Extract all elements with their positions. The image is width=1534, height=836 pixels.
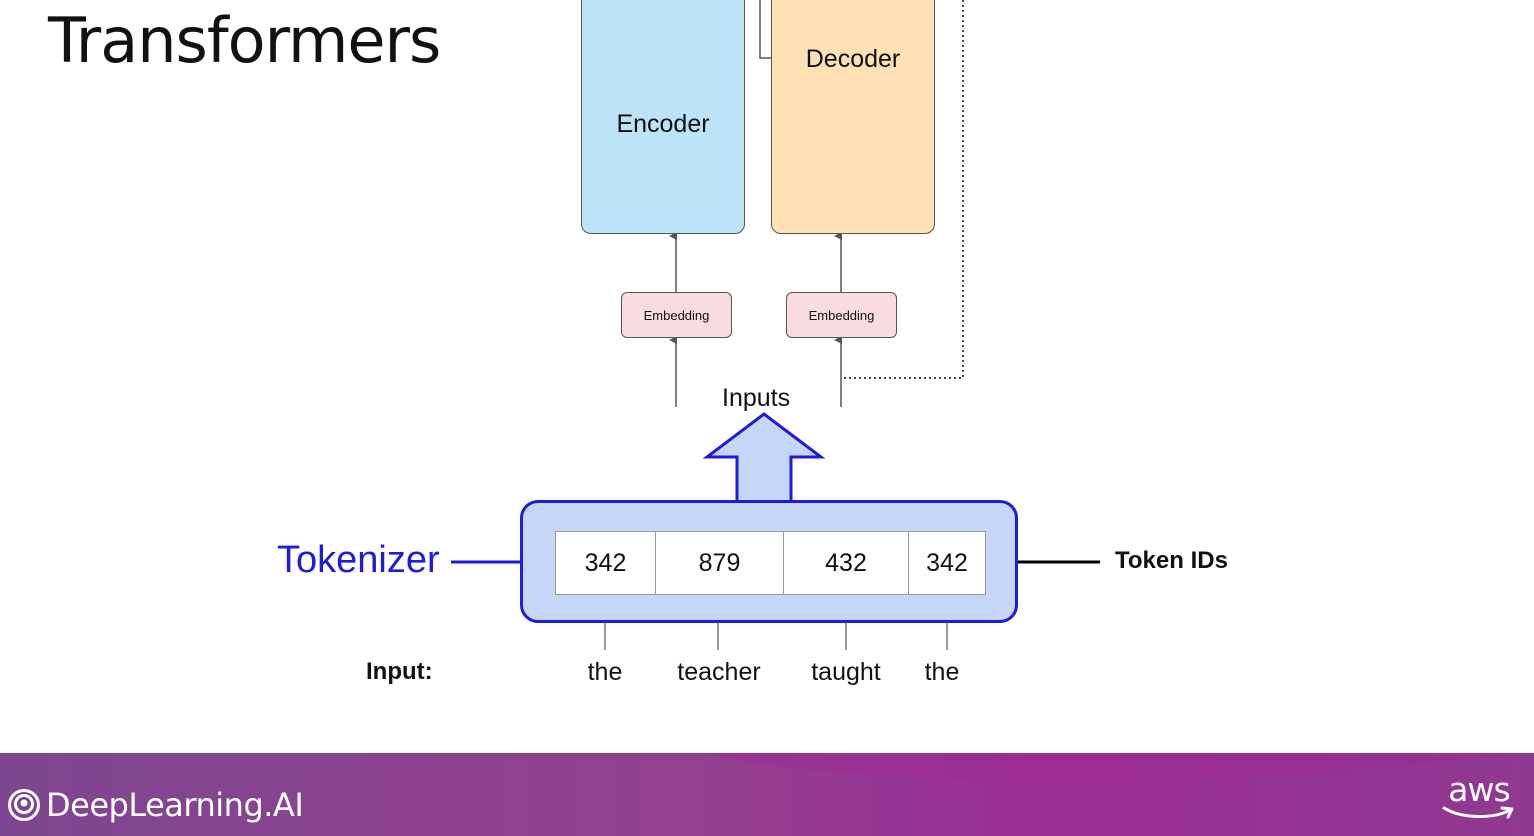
- decoder-embedding-box: Embedding: [786, 292, 897, 338]
- aws-text: aws: [1448, 770, 1510, 809]
- token-id-cell: 879: [656, 532, 784, 594]
- embedding-label: Embedding: [643, 307, 710, 323]
- encoder-embedding-box: Embedding: [621, 292, 732, 338]
- input-word: teacher: [677, 658, 761, 686]
- decoder-top-connector: [759, 0, 771, 59]
- diagram-connectors: [451, 0, 1100, 650]
- deeplearning-logo-icon: [8, 789, 40, 821]
- input-label: Input:: [366, 658, 433, 685]
- decoder-label: Decoder: [805, 45, 901, 73]
- decoder-block: Decoder: [771, 0, 935, 234]
- encoder-label: Encoder: [616, 109, 710, 138]
- token-id-cell: 432: [784, 532, 909, 594]
- input-word: taught: [811, 658, 881, 686]
- dotted-feedback-line: [841, 0, 964, 379]
- input-word: the: [587, 658, 623, 686]
- footer-bar: DeepLearning.AI aws: [0, 753, 1534, 836]
- encoder-block: Encoder: [581, 0, 745, 234]
- slide-title: Transformers: [48, 4, 441, 77]
- aws-logo: aws: [1442, 770, 1516, 826]
- input-word: the: [924, 658, 960, 686]
- aws-smile-icon: [1442, 806, 1514, 819]
- tokenizer-up-arrow: [702, 412, 826, 501]
- brand-name: DeepLearning.AI: [46, 786, 304, 824]
- embedding-label: Embedding: [808, 307, 875, 323]
- footer-curve: [700, 753, 1534, 782]
- tokenizer-label: Tokenizer: [277, 539, 440, 581]
- token-id-cell: 342: [556, 532, 656, 594]
- token-ids-row: 342 879 432 342: [555, 531, 986, 595]
- token-ids-label: Token IDs: [1115, 547, 1228, 574]
- token-id-cell: 342: [926, 548, 968, 577]
- deeplearning-brand: DeepLearning.AI: [8, 786, 304, 824]
- inputs-label: Inputs: [722, 384, 791, 412]
